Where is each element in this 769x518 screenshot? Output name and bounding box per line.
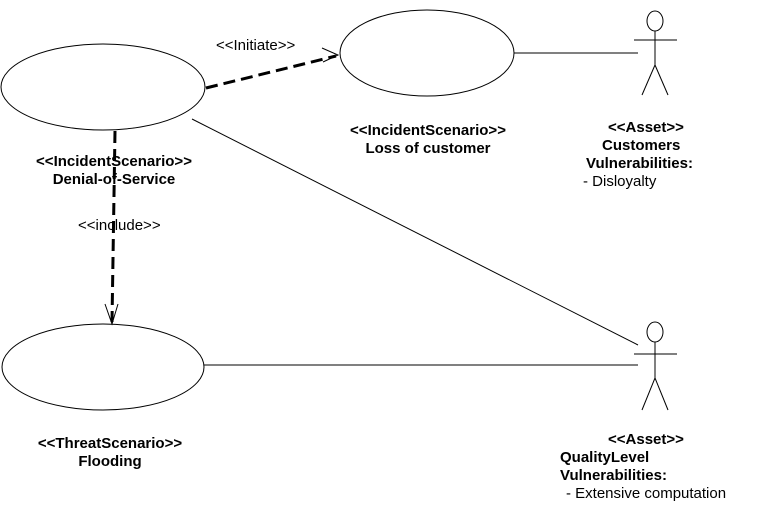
actor-quality-label: <<Asset>> QualityLevel Vulnerabilities: …	[560, 431, 769, 503]
include-label: <<include>>	[78, 217, 161, 234]
actor-customers-label: <<Asset>> Customers Vulnerabilities: - D…	[582, 119, 742, 191]
usecase-dos-name: Denial-of-Service	[52, 171, 176, 188]
actor-customers-name: Customers	[602, 137, 681, 154]
usecase-dos-ellipse[interactable]	[0, 43, 206, 131]
actor-customers-vulnerability: - Disloyalty	[583, 173, 657, 190]
actor-quality-icon[interactable]	[634, 321, 677, 411]
include-arrow-line	[110, 130, 117, 323]
actor-customers-vuln-header: Vulnerabilities:	[586, 155, 693, 172]
initiate-arrow-head	[321, 47, 340, 63]
association-line-dos-quality	[191, 118, 639, 346]
usecase-dos-label: <<IncidentScenario>> Denial-of-Service	[0, 153, 228, 189]
initiate-arrow-line	[205, 54, 337, 90]
initiate-label: <<Initiate>>	[216, 37, 296, 54]
actor-quality-vulnerability: - Extensive computation	[566, 485, 727, 502]
usecase-loss-ellipse[interactable]	[339, 9, 515, 97]
actor-customers-icon[interactable]	[634, 10, 677, 96]
usecase-loss-name: Loss of customer	[365, 140, 491, 157]
usecase-flooding-stereotype: <<ThreatScenario>>	[37, 435, 183, 452]
actor-customers-stereotype: <<Asset>>	[608, 119, 684, 136]
usecase-flooding-label: <<ThreatScenario>> Flooding	[0, 435, 220, 471]
usecase-flooding-ellipse[interactable]	[1, 323, 205, 411]
usecase-flooding-name: Flooding	[78, 453, 142, 470]
usecase-loss-stereotype: <<IncidentScenario>>	[350, 122, 506, 139]
include-arrow-head	[104, 303, 119, 326]
actor-quality-vuln-header: Vulnerabilities:	[560, 467, 667, 484]
usecase-dos-stereotype: <<IncidentScenario>>	[36, 153, 192, 170]
usecase-loss-label: <<IncidentScenario>> Loss of customer	[313, 122, 543, 158]
actor-quality-name: QualityLevel	[560, 449, 650, 466]
actor-quality-stereotype: <<Asset>>	[608, 431, 684, 448]
